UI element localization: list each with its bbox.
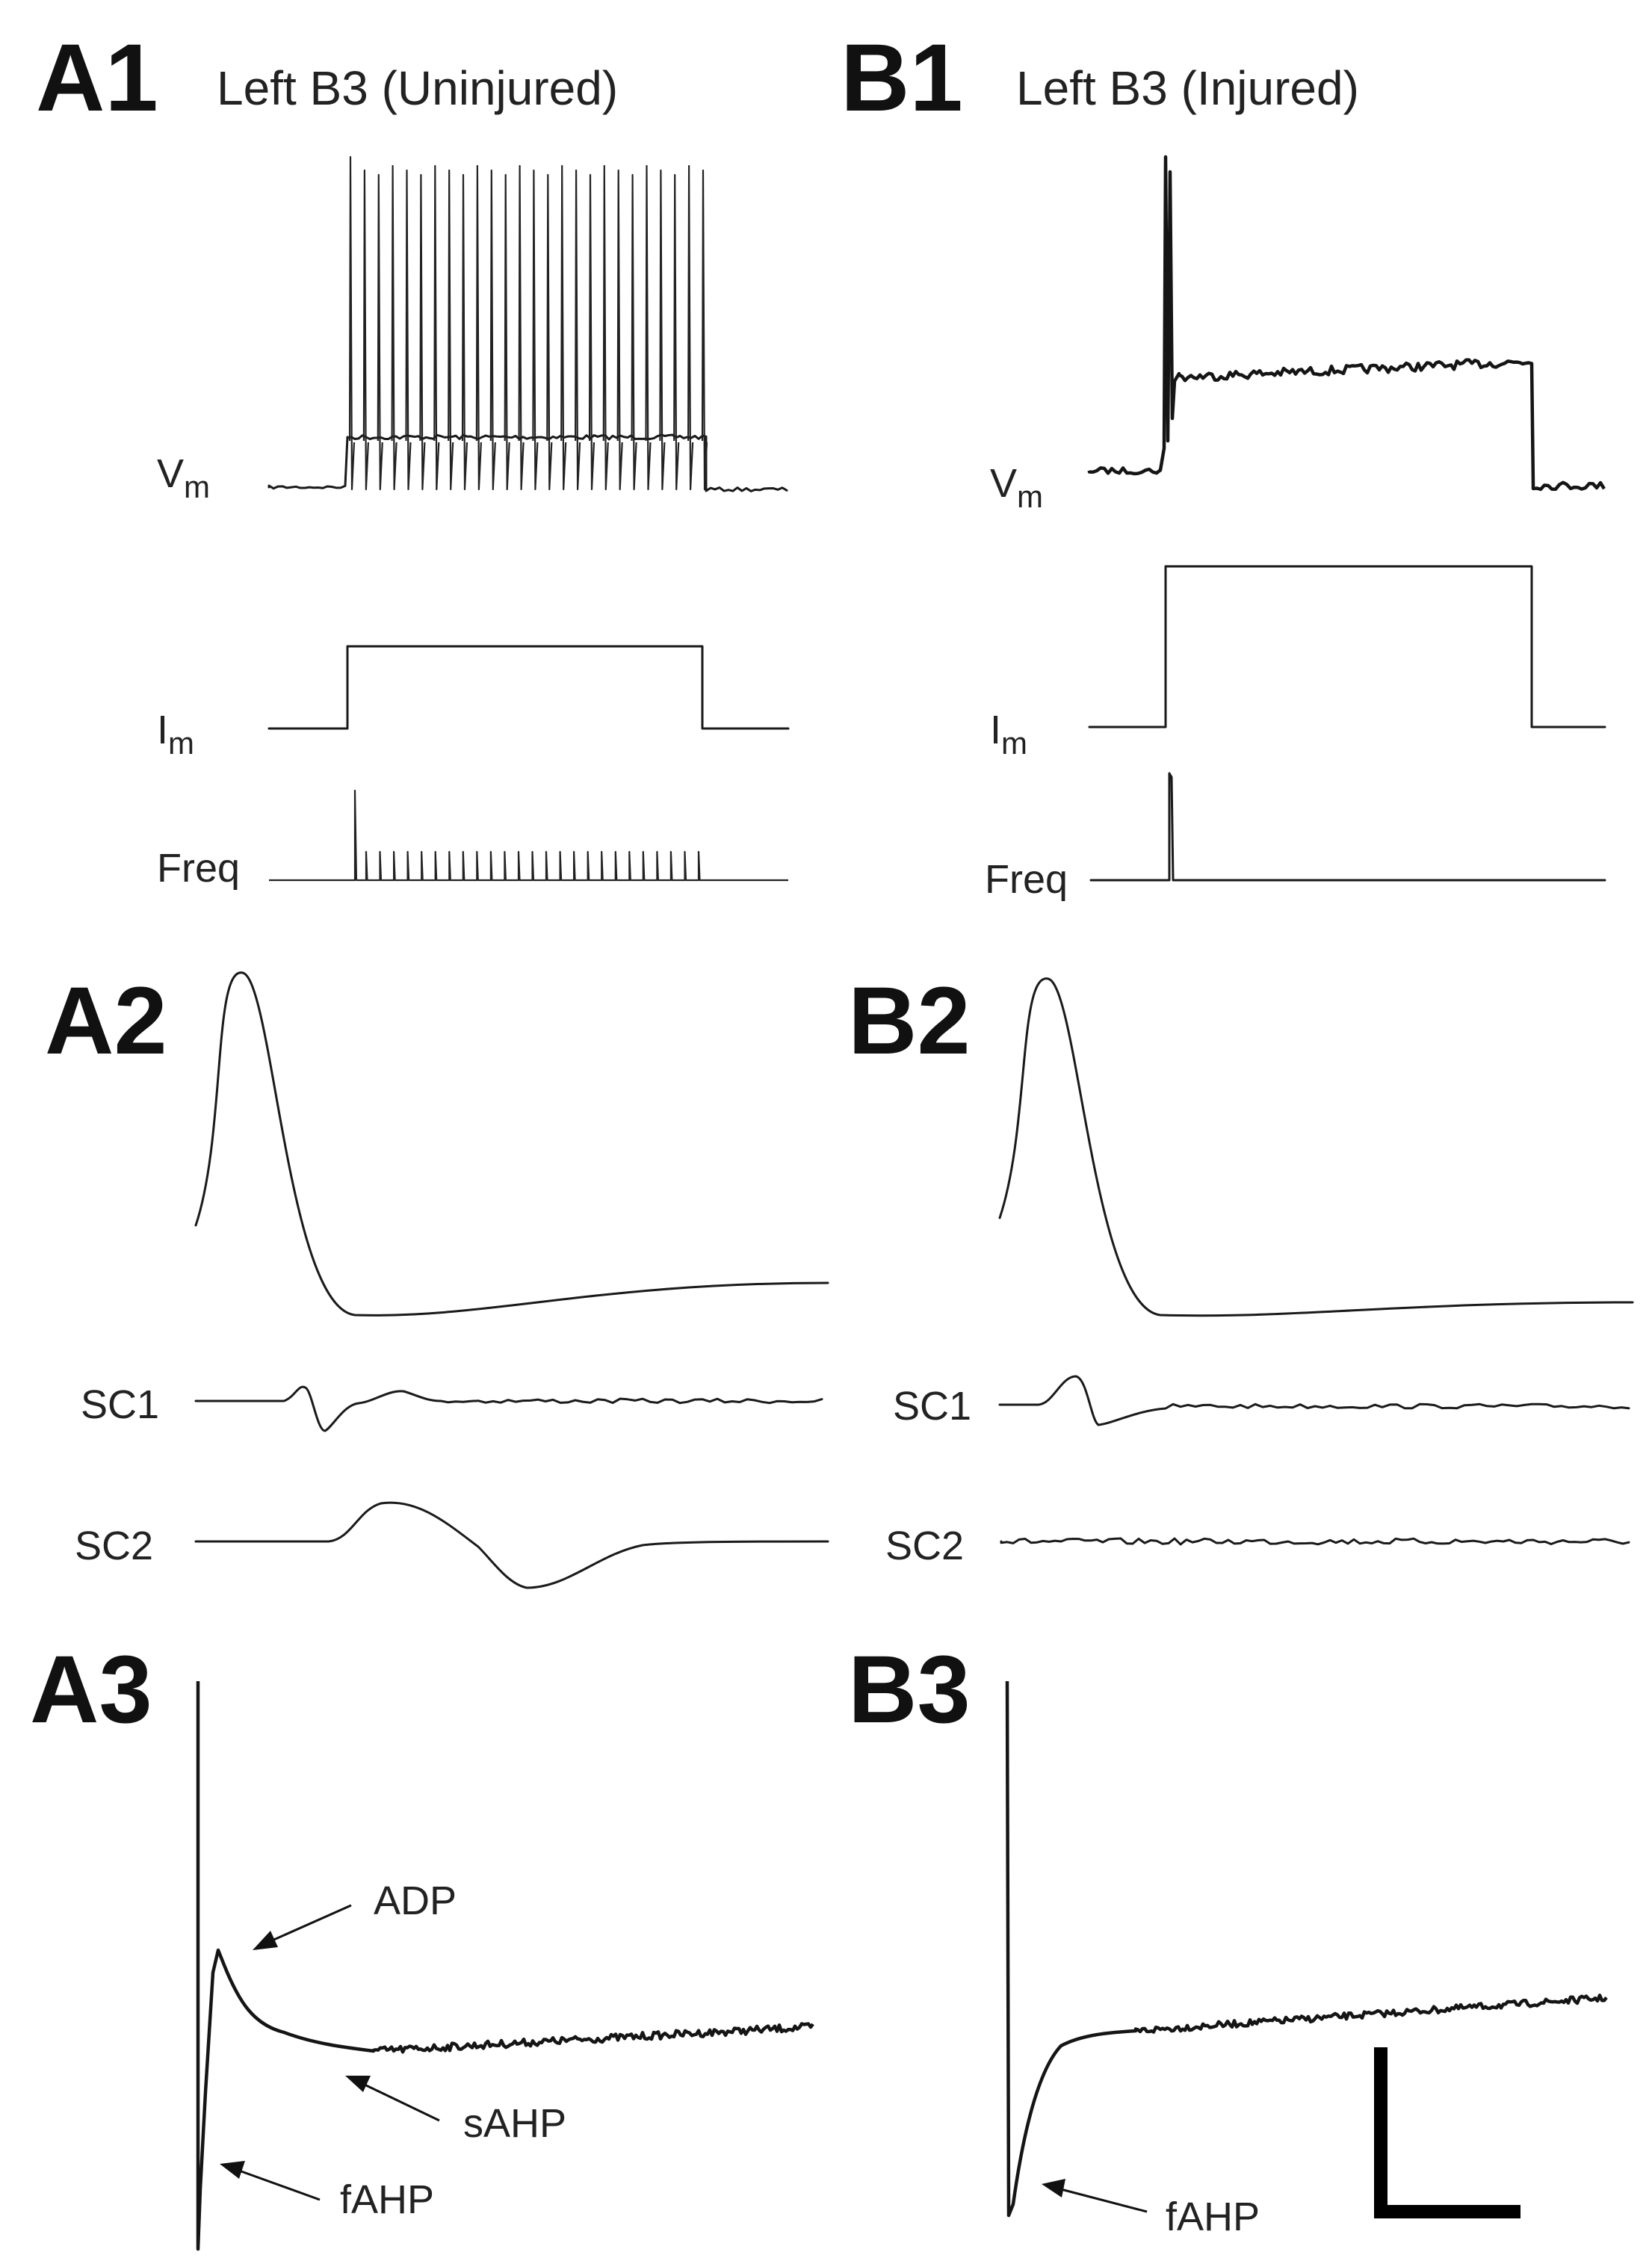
adp-arrow [253,1904,352,1950]
panel-title-b1: Left B3 (Injured) [1016,61,1359,115]
sc1-trace-a2 [194,1385,823,1432]
im-trace-a1 [267,645,790,730]
vm-label-a1: Vm [157,451,210,504]
sc2-trace-b2 [1000,1537,1630,1546]
afterpotential-trace-b3 [1005,1680,1608,2218]
im-label-a1: Im [157,708,194,761]
action-potential-b2 [998,977,1634,1317]
sahp-arrow [345,2076,440,2122]
action-potential-a2 [194,971,829,1317]
panel-label-b2: B2 [848,968,971,1074]
fahp-annotation-a3: fAHP [340,2177,434,2222]
panel-label-a1: A1 [36,25,158,132]
panel-label-a2: A2 [45,968,167,1074]
freq-label-a1: Freq [157,846,240,891]
sc2-label-a2: SC2 [75,1524,153,1568]
vm-trace-b1 [1087,155,1606,492]
sc1-label-a2: SC1 [81,1382,159,1427]
im-trace-b1 [1088,565,1606,729]
vm-label-b1: Vm [990,461,1043,514]
scale-bar [1374,2047,1520,2218]
freq-trace-a1 [269,789,788,882]
panel-label-b3: B3 [848,1636,971,1743]
panel-label-a3: A3 [30,1636,152,1743]
panel-label-b1: B1 [841,25,963,132]
fahp-annotation-b3: fAHP [1166,2194,1260,2239]
fahp-arrow-b3 [1042,2179,1148,2213]
vm-spikes-a1 [348,155,708,491]
sc1-trace-b2 [998,1375,1630,1426]
fahp-arrow-a3 [220,2161,321,2201]
sahp-annotation: sAHP [463,2101,566,2146]
freq-trace-b1 [1089,772,1606,882]
sc2-label-b2: SC2 [885,1524,964,1568]
sc2-trace-a2 [194,1501,829,1589]
sc1-label-b2: SC1 [893,1384,971,1429]
vm-trace-a1 [267,433,788,492]
freq-label-b1: Freq [985,857,1068,902]
afterpotential-trace-a3 [196,1681,814,2251]
adp-annotation: ADP [374,1878,457,1923]
panel-title-a1: Left B3 (Uninjured) [217,61,618,115]
im-label-b1: Im [990,708,1027,761]
